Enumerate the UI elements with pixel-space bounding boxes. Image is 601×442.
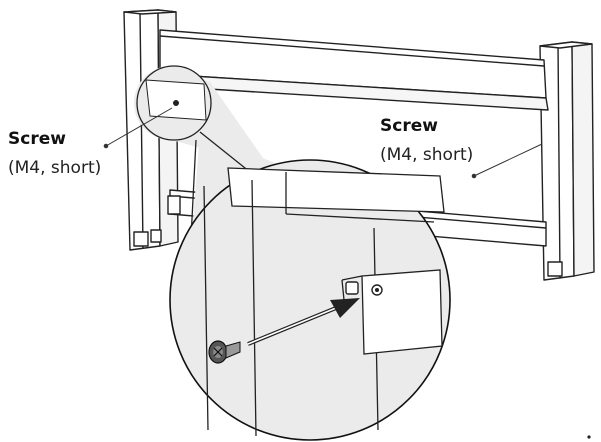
right-screw-spec: (M4, short) <box>380 145 474 165</box>
screw-icon <box>208 340 241 364</box>
leader-line-right <box>473 143 543 177</box>
zoom-source-circle <box>133 65 270 168</box>
left-screw-spec: (M4, short) <box>8 158 102 178</box>
screw-hole-small <box>173 100 179 106</box>
back-board <box>159 29 549 111</box>
right-screw-label: Screw <box>380 116 438 136</box>
zoom-detail <box>169 131 451 441</box>
right-side-panel <box>539 41 595 281</box>
leader-line-left <box>105 107 173 147</box>
left-screw-label: Screw <box>8 129 66 149</box>
insertion-arrow-icon <box>247 298 360 346</box>
bracket-left <box>167 195 181 215</box>
